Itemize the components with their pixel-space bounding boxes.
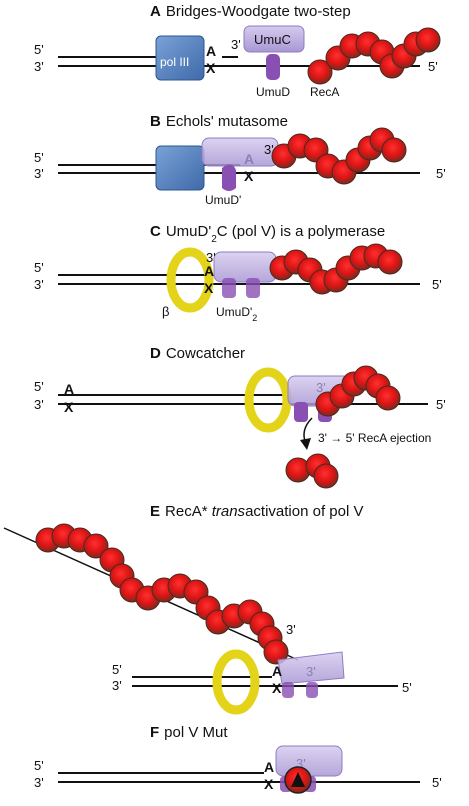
panel-f-lesion-X: X bbox=[264, 776, 274, 792]
panel-a-reca-filament bbox=[307, 27, 441, 85]
panel-b-lesion-A: A bbox=[244, 151, 254, 167]
panel-a-title-text: Bridges-Woodgate two-step bbox=[166, 3, 351, 20]
panel-c-beta-clamp bbox=[166, 247, 214, 313]
reca-subunit bbox=[307, 59, 333, 85]
panel-c-polv bbox=[213, 251, 277, 283]
panel-e-umud-b bbox=[306, 682, 318, 698]
panel-b-pol3-block bbox=[155, 145, 205, 191]
reca-subunit bbox=[263, 639, 289, 665]
panel-a-lesion-X: X bbox=[206, 60, 216, 76]
reca-subunit bbox=[313, 463, 339, 489]
reca-subunit bbox=[377, 249, 403, 275]
panel-b-umud-prime bbox=[222, 164, 236, 191]
reca-subunit bbox=[381, 137, 407, 163]
panel-f-lesion-A: A bbox=[264, 759, 274, 775]
pol3-label: pol III bbox=[160, 55, 189, 69]
panel-f-five-right: 5' bbox=[432, 775, 442, 790]
panel-a-lesion-A: A bbox=[206, 43, 216, 59]
panel-d-umud-a bbox=[294, 402, 308, 422]
panel-d-three-end: 3' bbox=[316, 380, 326, 395]
panel-a-letter: A bbox=[150, 3, 161, 20]
panel-e-three-end: 3' bbox=[306, 664, 316, 679]
beta-label: β bbox=[162, 304, 169, 319]
panel-a-five-top: 5' bbox=[34, 42, 44, 57]
panel-e-umud-a bbox=[282, 682, 294, 698]
reca-subunit bbox=[415, 27, 441, 53]
panel-e-three-bottom: 3' bbox=[112, 678, 122, 693]
panel-e-three-filament: 3' bbox=[286, 622, 296, 637]
panel-f-three-bottom: 3' bbox=[34, 775, 44, 790]
panel-d-reca-filament bbox=[315, 365, 401, 417]
panel-e-polv bbox=[277, 651, 345, 685]
panel-d-five-right: 5' bbox=[436, 397, 446, 412]
panel-d-five-top: 5' bbox=[34, 379, 44, 394]
panel-a-title: A Bridges-Woodgate two-step bbox=[150, 3, 351, 20]
panel-d-lesion-A: A bbox=[64, 381, 74, 397]
ejected-reca bbox=[285, 453, 339, 489]
panel-f-polv bbox=[275, 745, 343, 777]
panel-c-five-right: 5' bbox=[432, 277, 442, 292]
panel-c-reca-filament bbox=[269, 243, 403, 295]
panel-a-three-end: 3' bbox=[231, 37, 241, 52]
panel-c-lesion-X: X bbox=[204, 280, 214, 296]
panel-a: A Bridges-Woodgate two-step 5' 3' 5' pol … bbox=[34, 3, 441, 99]
panel-f-atp-triangle bbox=[291, 772, 305, 787]
panel-c-five-top: 5' bbox=[34, 260, 44, 275]
panel-b-five-right: 5' bbox=[436, 166, 446, 181]
panel-c-three-end: 3' bbox=[206, 250, 216, 265]
panel-c-three-bottom: 3' bbox=[34, 277, 44, 292]
ejection-arrowhead bbox=[300, 438, 311, 450]
panel-e-five-top: 5' bbox=[112, 662, 122, 677]
umud-label: UmuD bbox=[256, 85, 290, 99]
panel-b-reca-filament bbox=[271, 127, 407, 185]
panel-b-lesion-X: X bbox=[244, 168, 254, 184]
panel-d-lesion-X: X bbox=[64, 399, 74, 415]
pol3-block bbox=[155, 35, 205, 81]
panel-b-five-top: 5' bbox=[34, 150, 44, 165]
panel-d-beta-clamp bbox=[244, 367, 292, 433]
reca-label: RecA bbox=[310, 85, 339, 99]
panel-e-lesion-X: X bbox=[272, 680, 282, 696]
panel-c-lesion-A: A bbox=[204, 263, 214, 279]
panel-c-umud-b bbox=[246, 278, 260, 298]
ejection-label: 3' → 5' RecA ejection bbox=[318, 431, 431, 445]
umuc-block bbox=[243, 25, 305, 53]
panel-a-five-right: 5' bbox=[428, 59, 438, 74]
panel-f-three-end: 3' bbox=[296, 756, 306, 771]
panel-e-reca-filament bbox=[35, 523, 289, 665]
panel-b-umud-prime-label: UmuD' bbox=[205, 193, 241, 207]
panel-b-three-bottom: 3' bbox=[34, 166, 44, 181]
panel-e-lesion-A: A bbox=[272, 663, 282, 679]
panel-b-three-end: 3' bbox=[264, 142, 274, 157]
panel-c-umud-a bbox=[222, 278, 236, 298]
panel-a-three-bottom: 3' bbox=[34, 59, 44, 74]
panel-f-five-top: 5' bbox=[34, 758, 44, 773]
umud2-label: UmuD'2 bbox=[216, 305, 257, 323]
panel-e-five-right: 5' bbox=[402, 680, 412, 695]
panel-d-three-bottom: 3' bbox=[34, 397, 44, 412]
umuc-label: UmuC bbox=[254, 32, 291, 47]
reca-subunit bbox=[375, 385, 401, 411]
reca-subunit bbox=[83, 533, 109, 559]
panel-e-beta-clamp bbox=[212, 649, 260, 715]
umud-block bbox=[266, 54, 280, 80]
